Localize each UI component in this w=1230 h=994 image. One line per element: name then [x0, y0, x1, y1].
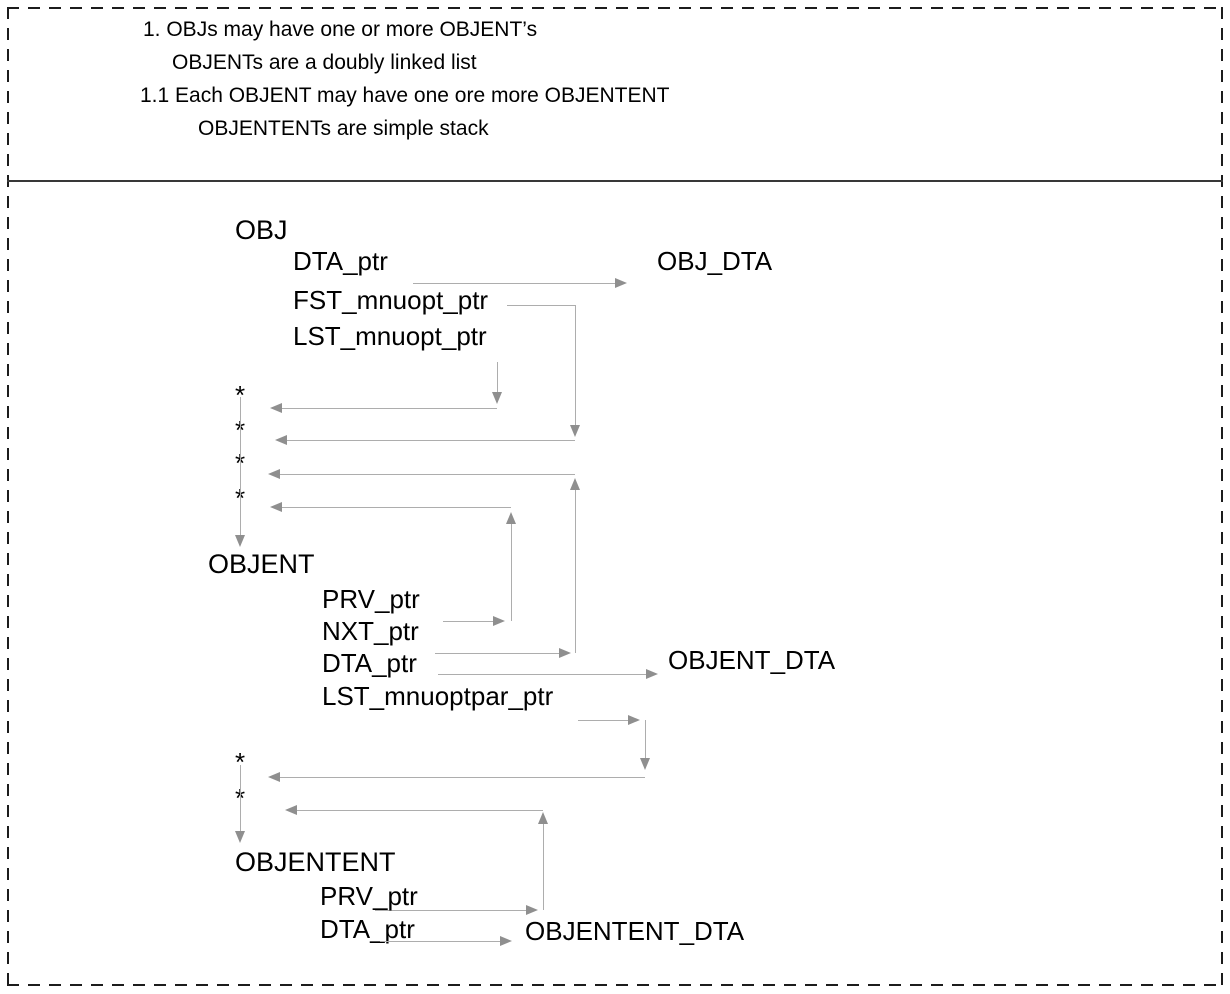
list-row-1-line: [282, 408, 497, 409]
objentent-title: OBJENTENT: [235, 847, 396, 877]
list-row-4-line: [282, 507, 511, 508]
fst-mnuopt-arrow-line: [575, 305, 576, 425]
arrowhead-right-icon: [559, 648, 571, 658]
obj-title: OBJ: [235, 215, 288, 245]
obj-dta-arrow-line: [413, 283, 615, 284]
objent-field-dta-ptr: DTA_ptr: [322, 648, 417, 678]
objent-title: OBJENT: [208, 549, 315, 579]
prv-ptr-arrow-line: [443, 621, 493, 622]
arrowhead-right-icon: [493, 616, 505, 626]
objent-field-prv-ptr: PRV_ptr: [322, 584, 420, 614]
obj-field-lst-mnuopt-ptr: LST_mnuopt_ptr: [293, 321, 487, 351]
lst-mnuoptpar-arrow-line: [645, 720, 646, 758]
arrowhead-up-icon: [538, 812, 548, 824]
objent-dta-arrow-line: [438, 674, 646, 675]
arrowhead-right-icon: [646, 669, 658, 679]
arrowhead-down-icon: [640, 758, 650, 770]
dashed-border-left: [7, 7, 9, 987]
objent-dta-label: OBJENT_DTA: [668, 645, 836, 675]
objent-field-lst-mnuoptpar-ptr: LST_mnuoptpar_ptr: [322, 681, 554, 711]
arrowhead-left-icon: [275, 435, 287, 445]
arrowhead-up-icon: [506, 512, 516, 524]
obj-field-dta-ptr: DTA_ptr: [293, 246, 388, 276]
marker-column-line: [240, 765, 241, 831]
objentent-prv-arrow-line: [375, 910, 526, 911]
arrowhead-right-icon: [500, 936, 512, 946]
section-divider-line: [7, 180, 1223, 182]
arrowhead-right-icon: [628, 715, 640, 725]
arrowhead-left-icon: [270, 502, 282, 512]
nxt-ptr-arrow-line: [575, 490, 576, 653]
objentent-field-dta-ptr: DTA_ptr: [320, 914, 415, 944]
stack-marker-1: *: [234, 747, 246, 777]
dashed-border-right: [1221, 7, 1223, 987]
list-row-2-line: [287, 440, 575, 441]
objentent-dta-label: OBJENTENT_DTA: [525, 916, 745, 946]
list-row-3-line: [280, 474, 575, 475]
arrowhead-down-icon: [492, 392, 502, 404]
obj-field-fst-mnuopt-ptr: FST_mnuopt_ptr: [293, 285, 489, 315]
objentent-field-prv-ptr: PRV_ptr: [320, 881, 418, 911]
arrowhead-right-icon: [615, 278, 627, 288]
dashed-border-bottom: [7, 984, 1223, 986]
arrowhead-left-icon: [268, 772, 280, 782]
arrowhead-right-icon: [526, 905, 538, 915]
arrowhead-left-icon: [270, 403, 282, 413]
arrowhead-down-icon: [235, 535, 245, 547]
fst-mnuopt-arrow-line: [507, 305, 575, 306]
arrowhead-up-icon: [570, 478, 580, 490]
stack-row-2-line: [297, 810, 543, 811]
obj-dta-label: OBJ_DTA: [657, 246, 773, 276]
note-line-3: 1.1 Each OBJENT may have one ore more OB…: [140, 84, 670, 107]
prv-ptr-arrow-line: [511, 524, 512, 621]
marker-column-line: [240, 397, 241, 535]
list-marker-1: *: [234, 380, 246, 410]
objentent-prv-arrow-line: [543, 824, 544, 910]
nxt-ptr-arrow-line: [435, 653, 559, 654]
objent-field-nxt-ptr: NXT_ptr: [322, 616, 419, 646]
stack-row-1-line: [280, 777, 645, 778]
lst-mnuoptpar-arrow-line: [578, 720, 628, 721]
arrowhead-down-icon: [235, 831, 245, 843]
arrowhead-left-icon: [268, 469, 280, 479]
arrowhead-down-icon: [570, 425, 580, 437]
note-line-2: OBJENTs are a doubly linked list: [172, 51, 477, 74]
note-line-1: 1. OBJs may have one or more OBJENT’s: [143, 18, 538, 41]
lst-mnuopt-arrow-line: [497, 362, 498, 392]
objentent-dta-arrow-line: [380, 941, 500, 942]
note-line-4: OBJENTENTs are simple stack: [198, 117, 489, 140]
arrowhead-left-icon: [285, 805, 297, 815]
dashed-border-top: [7, 7, 1223, 9]
